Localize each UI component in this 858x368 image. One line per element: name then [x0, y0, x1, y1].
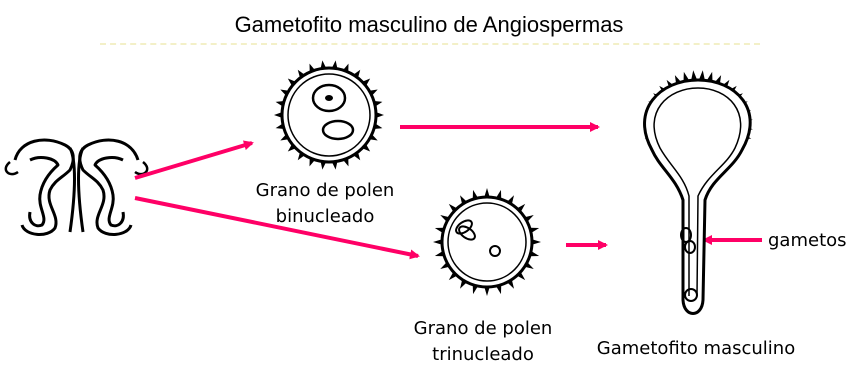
- arrow-anther-to-trinucleate: [134, 196, 420, 260]
- pollen-spike: [707, 71, 713, 82]
- pollen-spike: [274, 112, 283, 118]
- trinucleate-label: Grano de polen trinucleado: [398, 316, 568, 368]
- pollen-spike: [531, 239, 541, 245]
- arrows: [134, 122, 762, 260]
- trinucleate-pollen-grain-icon: [433, 188, 541, 296]
- trinucleate-label-line1: Grano de polen: [413, 318, 553, 339]
- pollen-spike: [683, 71, 689, 82]
- pollen-spike: [331, 60, 338, 69]
- pollen-spike: [320, 60, 327, 69]
- binucleate-pollen-grain-icon: [274, 60, 384, 170]
- pollen-spike: [362, 78, 371, 86]
- binucleate-label: Grano de polen binucleado: [240, 178, 410, 230]
- pollen-spike: [287, 78, 296, 86]
- pollen-spike: [484, 188, 490, 198]
- pollen-spike: [699, 70, 705, 80]
- pollen-spike: [362, 144, 371, 152]
- binucleate-label-line1: Grano de polen: [255, 180, 395, 201]
- title-divider: [100, 43, 760, 45]
- gametophyte-label: Gametofito masculino: [596, 338, 796, 359]
- pollen-spike: [691, 70, 697, 80]
- pollen-spike: [331, 161, 338, 170]
- anther-icon: [4, 138, 149, 236]
- pollen-spike: [433, 239, 443, 245]
- arrow-anther-to-binucleate: [134, 140, 254, 180]
- pollen-spike: [375, 112, 384, 118]
- trinucleate-label-line2: trinucleado: [432, 344, 534, 365]
- pollen-spike: [484, 286, 490, 296]
- binucleate-label-line2: binucleado: [275, 206, 375, 227]
- male-gametophyte-icon: [643, 70, 753, 315]
- pollen-spike: [320, 161, 327, 170]
- pollen-spike: [287, 144, 296, 152]
- diagram-title: Gametofito masculino de Angiospermas: [234, 12, 624, 37]
- gametes-label: gametos: [768, 230, 847, 251]
